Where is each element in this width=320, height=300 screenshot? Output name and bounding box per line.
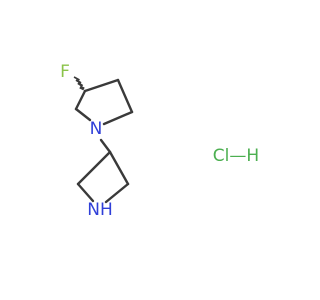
bond-c5-n1 (102, 110, 134, 126)
bond-az-c4-c3 (76, 150, 112, 186)
pyrrolidine-nitrogen-label: N (90, 119, 103, 139)
molecule-drawing: F N NH Cl—H (60, 62, 259, 220)
bond-az-c2-n (104, 182, 130, 204)
fluorine-label: F (60, 62, 70, 82)
bond-c2-c3 (74, 89, 87, 111)
hydrochloride-label: Cl—H (213, 146, 259, 166)
bond-c4-c5 (116, 78, 134, 114)
bond-n1-c2 (74, 107, 92, 122)
structure-canvas: F N NH Cl—H (60, 62, 259, 220)
bond-az-c3-c2 (108, 150, 130, 186)
bond-az-n-c4 (76, 182, 95, 203)
azetidine-nh-label: NH (87, 200, 113, 220)
bond-n1-azetidine (99, 138, 112, 154)
bond-c3-c4 (83, 78, 120, 93)
stereo-hash-bond (73, 76, 85, 91)
